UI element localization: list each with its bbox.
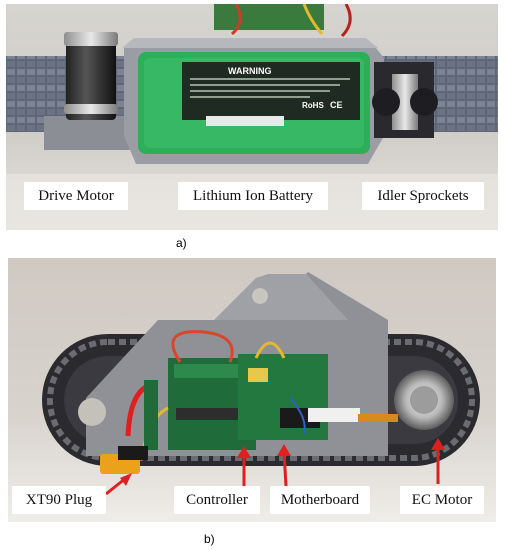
label-ec-motor: EC Motor xyxy=(400,486,484,514)
battery-rohs-text: RoHS xyxy=(302,101,324,110)
label-xt90-plug: XT90 Plug xyxy=(12,486,106,514)
label-motherboard: Motherboard xyxy=(270,486,370,514)
label-lithium-ion-battery: Lithium Ion Battery xyxy=(178,182,328,210)
robot-top-view-illustration: WARNING RoHS CE xyxy=(6,4,498,230)
battery-warning-text: WARNING xyxy=(228,66,272,76)
battery-ce-text: CE xyxy=(330,100,343,110)
caption-b: b) xyxy=(204,532,215,546)
label-controller: Controller xyxy=(174,486,260,514)
label-drive-motor: Drive Motor xyxy=(24,182,128,210)
label-idler-sprockets: Idler Sprockets xyxy=(362,182,484,210)
caption-a: a) xyxy=(176,236,187,250)
photo-panel-a: WARNING RoHS CE Drive Motor Lithium Ion … xyxy=(6,4,498,230)
robot-side-view-illustration xyxy=(8,258,496,522)
photo-panel-b: XT90 Plug Controller Motherboard EC Moto… xyxy=(8,258,496,522)
